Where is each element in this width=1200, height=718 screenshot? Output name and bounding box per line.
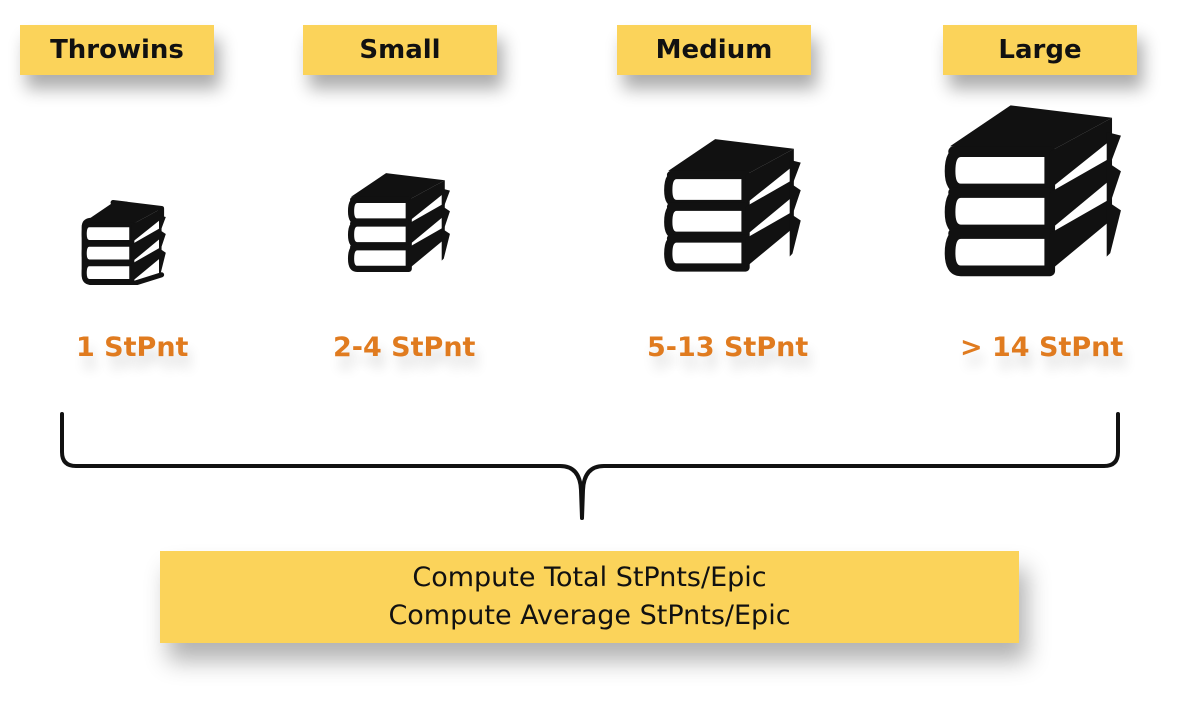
books-stack-icon: [347, 173, 450, 272]
story-points-medium: 5-13 StPnt: [647, 332, 809, 363]
summary-box: Compute Total StPnts/Epic Compute Averag…: [160, 551, 1019, 643]
story-points-throwins: 1 StPnt: [76, 332, 189, 363]
books-stack-icon: [944, 105, 1121, 277]
summary-line-total: Compute Total StPnts/Epic: [412, 562, 767, 593]
category-label-throwins: Throwins: [20, 25, 214, 75]
story-points-small: 2-4 StPnt: [333, 332, 476, 363]
category-label-medium: Medium: [617, 25, 811, 75]
books-stack-icon: [81, 200, 166, 285]
summary-line-average: Compute Average StPnts/Epic: [388, 600, 791, 631]
category-label-small: Small: [303, 25, 497, 75]
story-points-large: > 14 StPnt: [960, 332, 1124, 363]
category-label-large: Large: [943, 25, 1137, 75]
books-stack-icon: [664, 139, 801, 272]
